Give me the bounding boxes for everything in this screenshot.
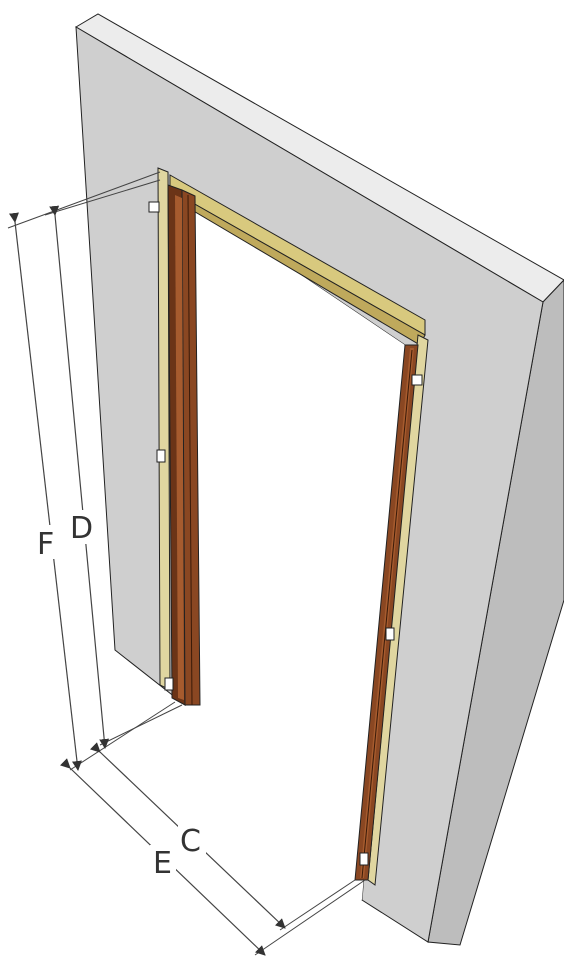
right-jamb bbox=[354, 334, 429, 886]
bracket-left-mid bbox=[156, 449, 166, 463]
bracket-right-bottom bbox=[359, 852, 369, 866]
bracket-left-bottom bbox=[164, 677, 174, 691]
label-C: C bbox=[180, 824, 201, 859]
fixing-brackets bbox=[148, 201, 423, 866]
label-F: F bbox=[37, 527, 54, 562]
top-lintel bbox=[168, 174, 426, 346]
wall bbox=[75, 13, 564, 946]
dim-F-line bbox=[9, 212, 82, 771]
bracket-left-top bbox=[148, 201, 160, 213]
left-jamb bbox=[157, 167, 201, 706]
label-E: E bbox=[153, 846, 172, 881]
label-D: D bbox=[70, 511, 93, 546]
bracket-right-mid bbox=[385, 627, 395, 641]
dim-D-line bbox=[49, 205, 110, 749]
bracket-right-top bbox=[411, 374, 423, 386]
door-opening bbox=[175, 190, 405, 900]
